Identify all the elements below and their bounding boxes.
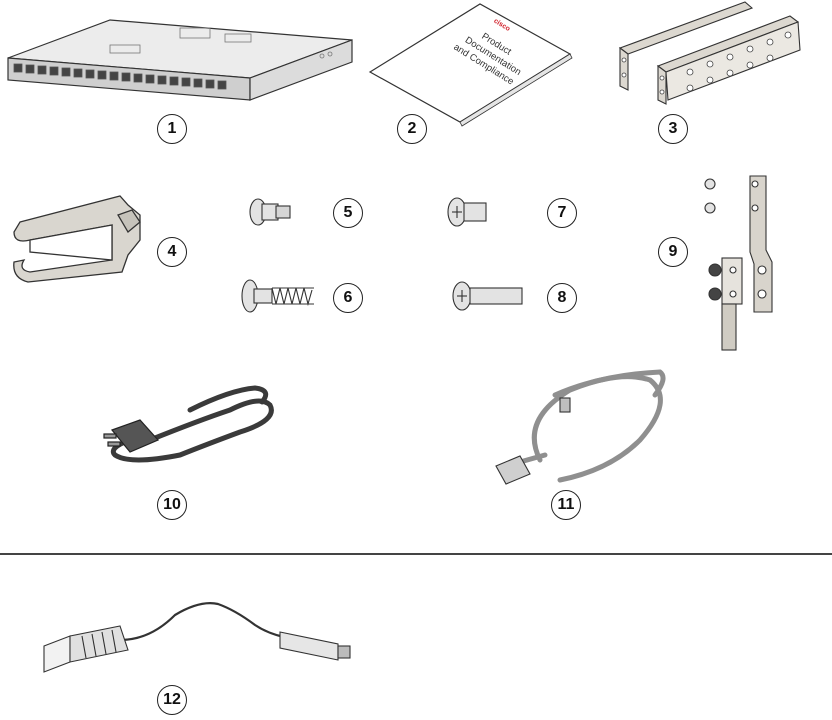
usb-a-plug	[43, 635, 71, 673]
callout-4: 4	[157, 237, 187, 267]
callout-12: 12	[157, 685, 187, 715]
callout-10: 10	[157, 490, 187, 520]
screw-8	[452, 281, 523, 311]
callout-9: 9	[658, 237, 688, 267]
callout-7: 7	[547, 198, 577, 228]
callout-11: 11	[551, 490, 581, 520]
callout-8: 8	[547, 283, 577, 313]
cable-guide	[13, 195, 141, 283]
usb-c-plug	[279, 631, 339, 661]
console-connector	[495, 397, 571, 485]
grounding-lug-kit	[704, 175, 773, 351]
console-cable	[517, 369, 666, 483]
section-divider	[0, 553, 832, 555]
power-plug	[103, 419, 160, 453]
callout-2: 2	[397, 114, 427, 144]
screw-6	[241, 279, 314, 313]
callout-1: 1	[157, 114, 187, 144]
screw-5	[249, 198, 291, 226]
documentation-booklet: cisco Product Documentation and Complian…	[368, 3, 573, 127]
rack-mount-brackets	[618, 1, 801, 105]
callout-3: 3	[658, 114, 688, 144]
screw-7	[447, 197, 487, 227]
callout-6: 6	[333, 283, 363, 313]
usb-cable	[43, 602, 351, 673]
power-cord	[110, 385, 274, 463]
switch-chassis	[7, 19, 353, 101]
callout-5: 5	[333, 198, 363, 228]
